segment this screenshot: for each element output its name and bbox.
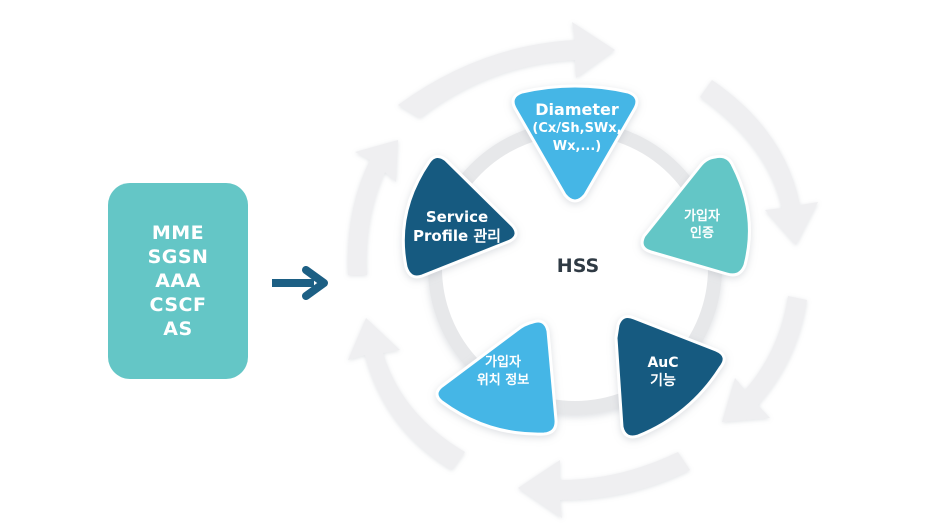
auth-label-line2: 인증: [690, 226, 714, 241]
location-shape: [435, 319, 558, 436]
auc-label-line1: AuC: [647, 355, 679, 371]
diameter-label-line3: Wx,...): [552, 139, 602, 154]
arrow-right-icon: [272, 266, 328, 300]
cycle-arrows: [347, 22, 818, 518]
source-nodes-box: MME SGSN AAA CSCF AS: [108, 183, 248, 379]
cycle-arrow-top: [398, 22, 615, 118]
cycle-arrow-right: [700, 80, 818, 245]
diameter-label-line2: (Cx/Sh,SWx,: [532, 121, 622, 136]
location-label: 가입자 위치 정보: [477, 354, 529, 390]
cycle-arrow-left-lower: [348, 318, 465, 470]
source-item-aaa: AAA: [155, 270, 201, 292]
profile-shape: [401, 155, 518, 279]
location-label-line2: 위치 정보: [476, 373, 530, 388]
diameter-label-line1: Diameter: [535, 100, 619, 119]
source-item-as: AS: [163, 318, 193, 340]
auth-label-line1: 가입자: [684, 209, 720, 224]
auc-label: AuC 기능: [647, 354, 678, 390]
cycle-arrow-lower-right: [722, 296, 807, 422]
source-item-mme: MME: [151, 222, 205, 244]
profile-label-line1: Service: [425, 208, 489, 226]
source-item-cscf: CSCF: [149, 294, 207, 316]
auth-shape: [640, 154, 751, 277]
diameter-shape: [511, 84, 639, 203]
diameter-label: Diameter (Cx/Sh,SWx, Wx,...): [532, 100, 621, 156]
auc-shape: [614, 315, 726, 439]
cycle-arrow-left: [347, 140, 398, 275]
hss-label: HSS: [556, 255, 600, 277]
auc-label-line2: 기능: [650, 373, 676, 389]
profile-label: Service Profile 관리: [413, 208, 501, 246]
cycle-arrow-bottom: [518, 452, 690, 518]
auth-label: 가입자 인증: [684, 208, 720, 242]
source-item-sgsn: SGSN: [147, 246, 209, 268]
profile-label-line2: Profile 관리: [413, 227, 501, 245]
location-label-line1: 가입자: [485, 355, 521, 370]
